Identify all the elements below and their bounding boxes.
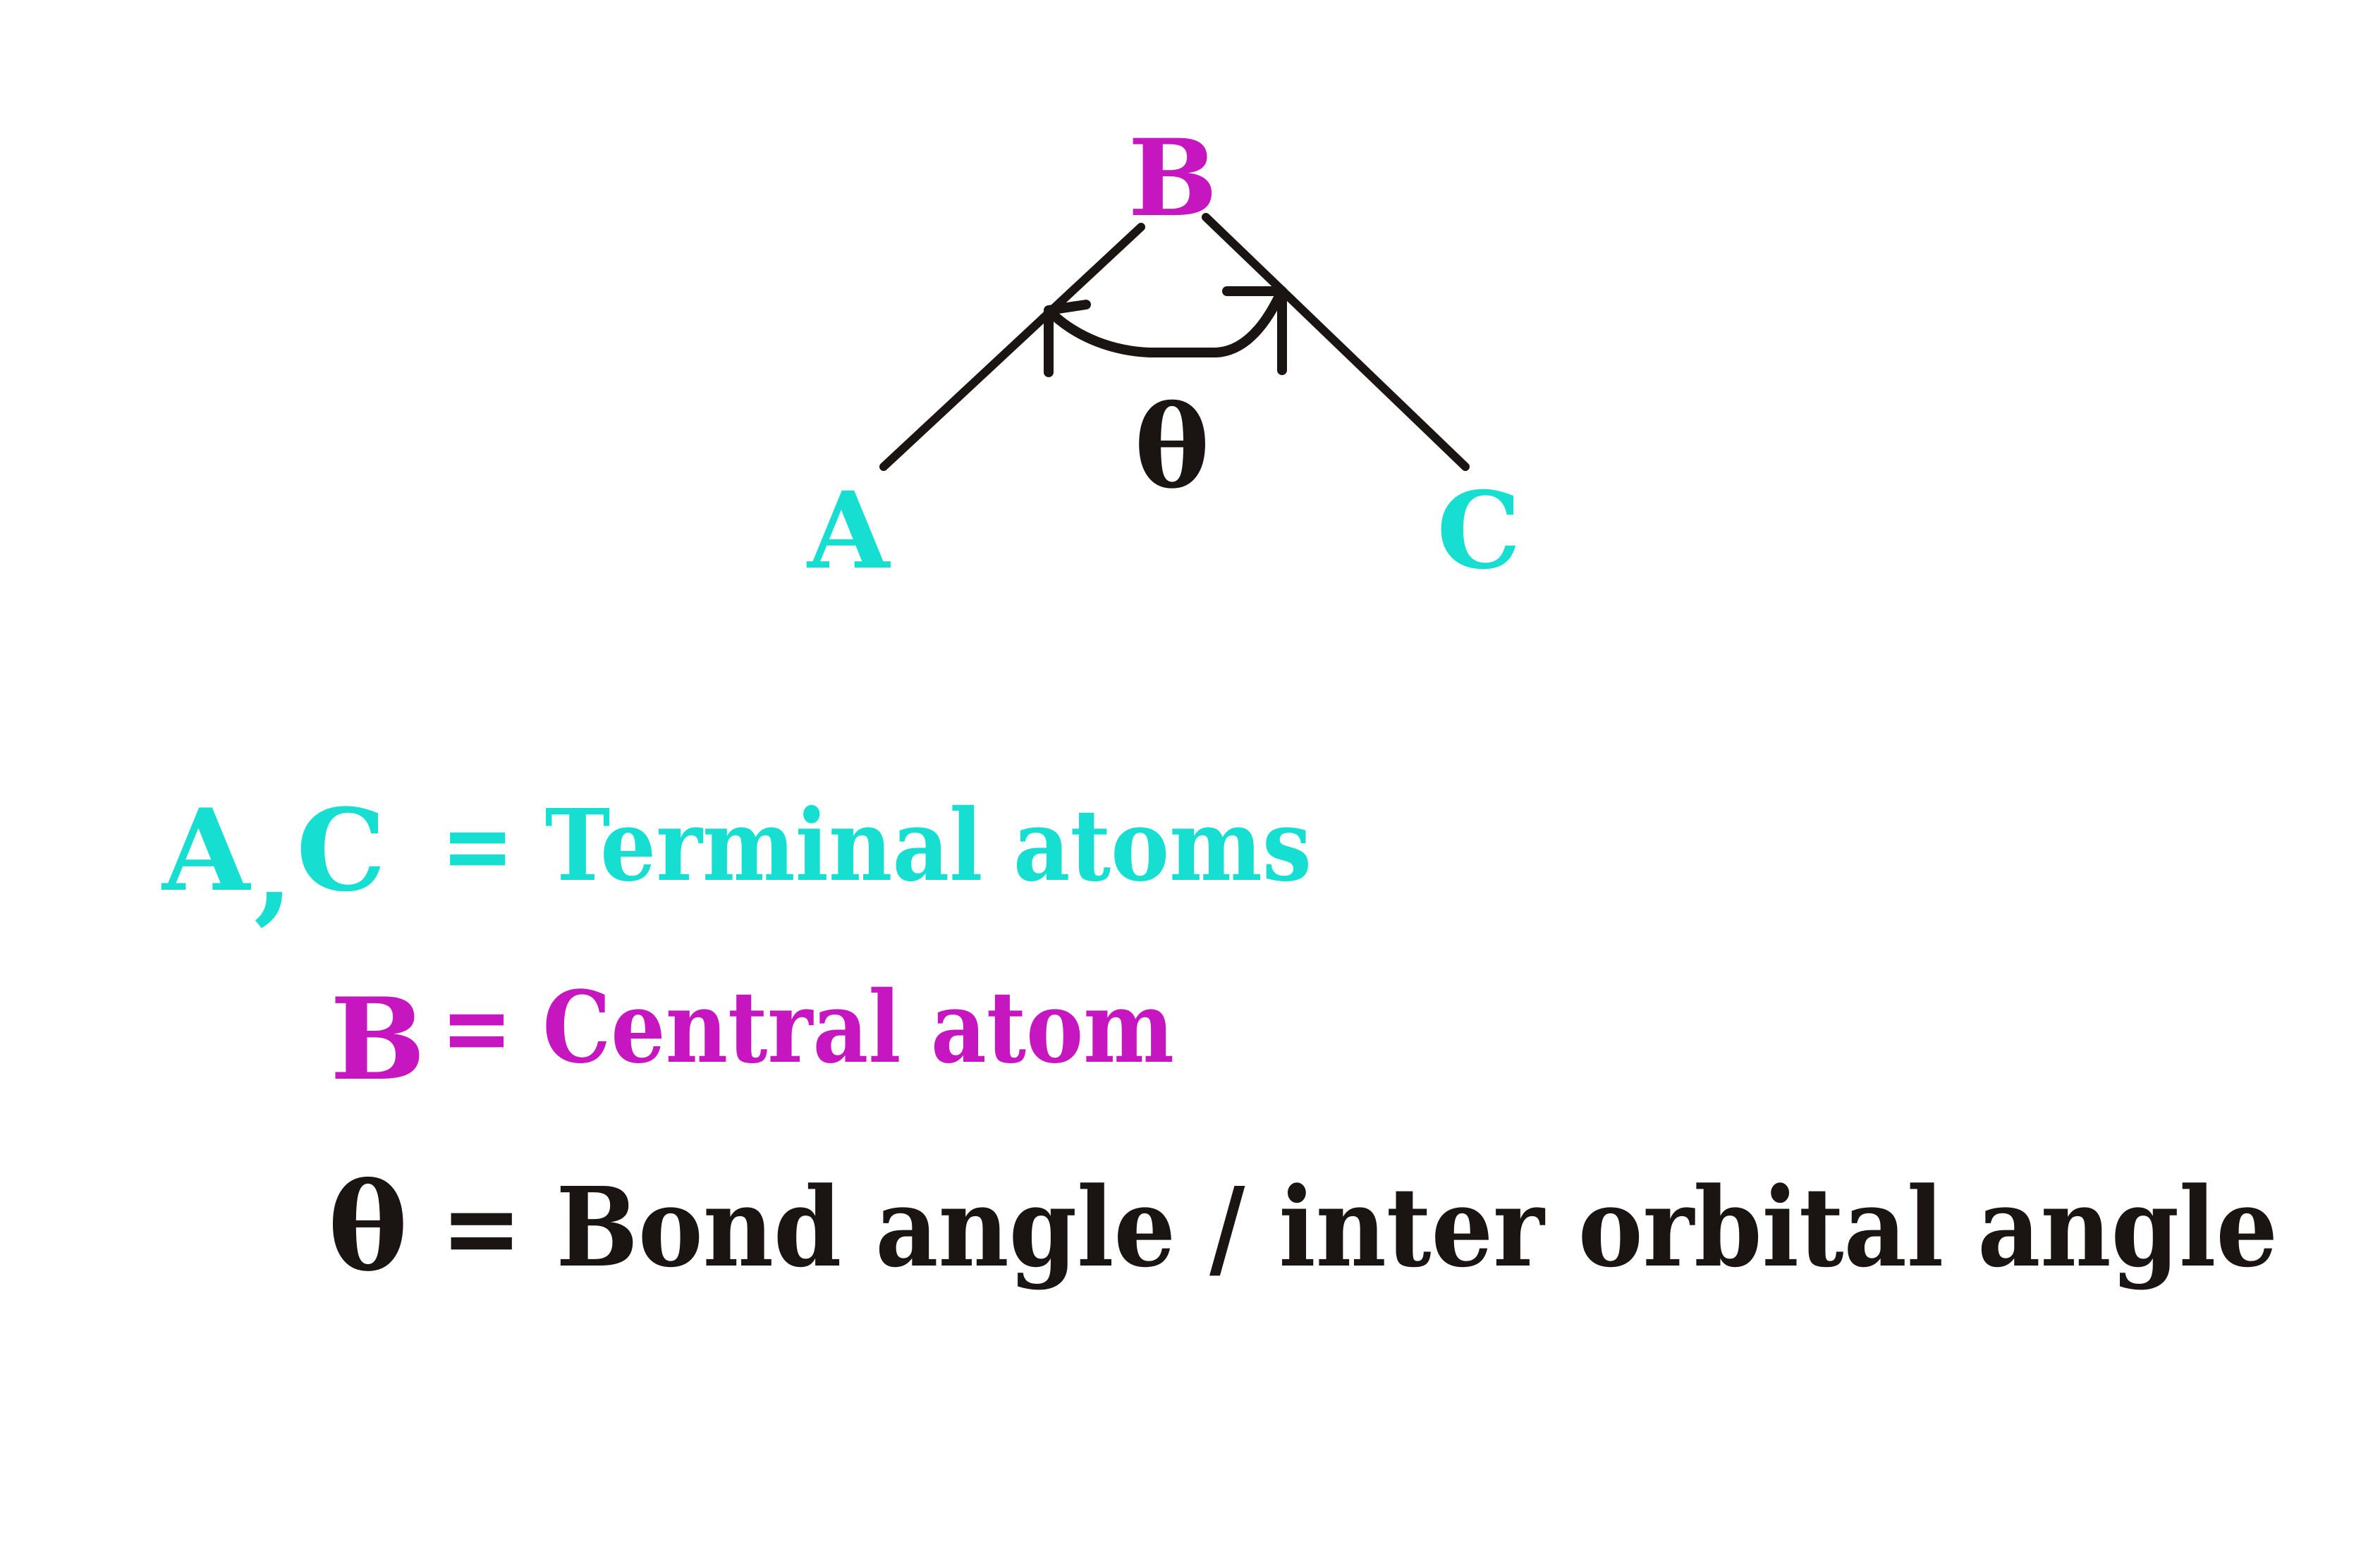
angle-arc-curve xyxy=(1048,290,1285,357)
bond-b-c xyxy=(1202,213,1470,471)
angle-arc-left-arrowhead xyxy=(1044,300,1091,377)
legend-terminal: A , C = Terminal atoms xyxy=(161,784,1312,936)
legend-angle-symbol: θ xyxy=(328,1157,408,1298)
angle-arc-right-arrowhead xyxy=(1222,286,1287,375)
legend-angle-text: = Bond angle / inter orbital angle xyxy=(441,1163,2278,1292)
legend-central-text: = Central atom xyxy=(441,970,1174,1086)
legend-terminal-symbol-a: A xyxy=(161,784,251,917)
legend-central-symbol: B xyxy=(330,973,425,1105)
atom-b-label: B xyxy=(1128,116,1218,240)
angle-theta-label: θ xyxy=(1135,381,1210,513)
legend-angle: θ = Bond angle / inter orbital angle xyxy=(328,1157,2278,1298)
atom-a-label: A xyxy=(806,469,891,593)
legend-terminal-text: = Terminal atoms xyxy=(441,788,1312,904)
legend-central: B = Central atom xyxy=(330,970,1174,1105)
legend-terminal-symbol-c: C xyxy=(296,784,386,917)
angle-arc xyxy=(1044,286,1287,377)
bond-a-b xyxy=(879,223,1145,471)
atom-c-label: C xyxy=(1436,469,1520,593)
legend-terminal-separator: , xyxy=(254,804,293,936)
